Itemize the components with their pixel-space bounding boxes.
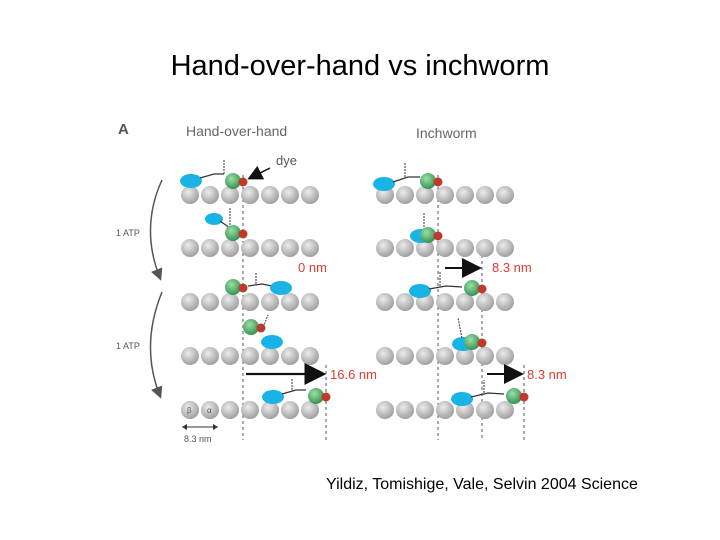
atp-cycle-arrow-1 [149,179,163,281]
inchworm-column-title: Inchworm [416,125,477,141]
inch-step-label-2: 8.3 nm [527,367,567,382]
dye-pointer-arrow [247,165,271,180]
hoh-microtubule-row-2 [181,239,319,257]
atp-label-2: 1 ATP [116,341,140,351]
hoh-kinesin-4 [243,314,283,349]
inch-microtubule-row-4 [376,347,514,365]
scale-bar-label: 8.3 nm [184,434,212,444]
hoh-microtubule-row-5 [181,401,319,419]
atp-cycle-arrow-2 [149,291,163,399]
dye-label: dye [276,153,297,168]
hoh-microtubule-row-4 [181,347,319,365]
hoh-kinesin-3 [225,272,292,295]
hoh-step-label-1: 0 nm [298,260,327,275]
inch-kinesin-2 [410,212,443,243]
hand-over-hand-column-title: Hand-over-hand [186,123,287,139]
beta-tubulin-label: β [187,406,192,415]
inch-kinesin-3 [409,272,487,298]
inch-microtubule-row-5 [376,401,514,419]
hoh-step-label-2: 16.6 nm [330,367,377,382]
hoh-kinesin-2 [205,208,248,241]
hoh-kinesin-1 [180,160,248,189]
citation: Yildiz, Tomishige, Vale, Selvin 2004 Sci… [326,476,638,493]
atp-label-1: 1 ATP [116,228,140,238]
inch-microtubule-row-1 [376,186,514,204]
inch-microtubule-row-3 [376,293,514,311]
inch-kinesin-5 [451,380,529,406]
inch-kinesin-1 [373,163,443,191]
inch-step-label-1: 8.3 nm [492,260,532,275]
hoh-microtubule-row-1 [181,186,319,204]
hoh-microtubule-row-3 [181,293,319,311]
slide-title: Hand-over-hand vs inchworm [170,50,550,82]
panel-label: A [118,121,129,138]
alpha-tubulin-label: α [207,406,212,415]
inch-microtubule-row-2 [376,239,514,257]
hoh-kinesin-5 [262,378,331,404]
inch-kinesin-4 [452,317,487,351]
